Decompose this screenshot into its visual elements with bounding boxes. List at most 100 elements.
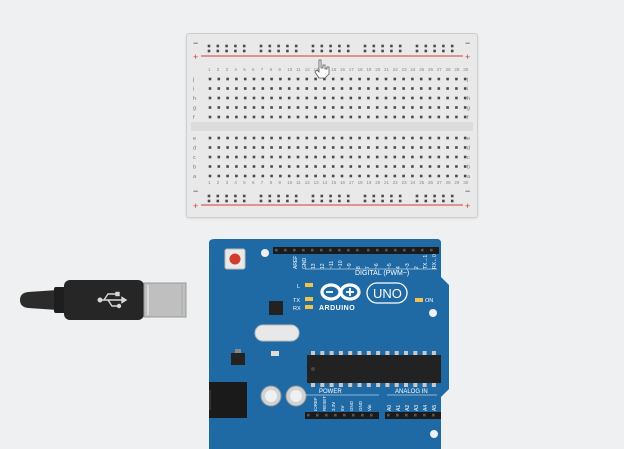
header-pin[interactable] (367, 248, 370, 252)
breadboard-hole[interactable] (384, 155, 388, 159)
breadboard-hole[interactable] (270, 155, 273, 159)
breadboard-hole[interactable] (428, 165, 432, 168)
breadboard-hole[interactable] (226, 77, 229, 81)
breadboard-hole[interactable] (296, 155, 300, 159)
breadboard-hole[interactable] (375, 165, 379, 168)
header-pin[interactable] (356, 248, 359, 252)
breadboard-hole[interactable] (428, 77, 432, 81)
rail-hole[interactable] (242, 49, 246, 53)
breadboard-hole[interactable] (358, 77, 361, 81)
rail-hole[interactable] (329, 194, 332, 198)
breadboard-hole[interactable] (314, 136, 317, 140)
breadboard-hole[interactable] (208, 106, 212, 109)
breadboard-hole[interactable] (243, 146, 247, 149)
header-pin[interactable] (316, 413, 319, 417)
breadboard-hole[interactable] (331, 155, 335, 159)
breadboard-hole[interactable] (305, 87, 309, 90)
header-pin[interactable] (421, 248, 424, 252)
breadboard-hole[interactable] (261, 136, 265, 140)
breadboard-hole[interactable] (419, 87, 423, 90)
breadboard-hole[interactable] (314, 77, 317, 81)
breadboard-hole[interactable] (296, 174, 300, 178)
breadboard-hole[interactable] (411, 77, 414, 81)
breadboard-hole[interactable] (279, 155, 282, 159)
breadboard-hole[interactable] (287, 96, 291, 100)
breadboard-hole[interactable] (393, 165, 397, 168)
breadboard-hole[interactable] (287, 155, 291, 159)
breadboard-hole[interactable] (252, 77, 256, 81)
breadboard-hole[interactable] (296, 165, 300, 168)
power-rail-top[interactable] (207, 44, 454, 53)
breadboard-hole[interactable] (287, 115, 291, 119)
breadboard-hole[interactable] (428, 96, 432, 100)
breadboard-hole[interactable] (208, 115, 212, 119)
breadboard-hole[interactable] (463, 165, 467, 168)
header-pin[interactable] (361, 413, 364, 417)
breadboard-hole[interactable] (296, 87, 300, 90)
breadboard-hole[interactable] (270, 96, 273, 100)
breadboard-hole[interactable] (331, 96, 335, 100)
breadboard-hole[interactable] (455, 77, 458, 81)
breadboard-hole[interactable] (463, 146, 467, 149)
breadboard-hole[interactable] (279, 136, 282, 140)
breadboard-hole[interactable] (349, 165, 353, 168)
breadboard-hole[interactable] (419, 146, 423, 149)
breadboard-hole[interactable] (349, 146, 353, 149)
breadboard-hole[interactable] (296, 77, 300, 81)
rail-hole[interactable] (442, 194, 445, 198)
breadboard-hole[interactable] (402, 96, 405, 100)
rail-hole[interactable] (390, 194, 393, 198)
header-pin[interactable] (414, 413, 417, 417)
breadboard-hole[interactable] (305, 106, 309, 109)
breadboard-hole[interactable] (252, 96, 256, 100)
rail-hole[interactable] (286, 44, 289, 48)
breadboard-hole[interactable] (384, 165, 388, 168)
breadboard-hole[interactable] (437, 96, 441, 100)
rail-hole[interactable] (286, 49, 289, 53)
rail-hole[interactable] (216, 199, 220, 203)
rail-hole[interactable] (424, 199, 428, 203)
breadboard-hole[interactable] (367, 115, 370, 119)
header-pin[interactable] (423, 413, 426, 417)
breadboard-hole[interactable] (402, 106, 405, 109)
breadboard-hole[interactable] (235, 115, 238, 119)
rail-hole[interactable] (372, 44, 376, 48)
breadboard-hole[interactable] (243, 155, 247, 159)
terminal-strip-top[interactable] (208, 77, 467, 119)
breadboard-hole[interactable] (437, 146, 441, 149)
breadboard-hole[interactable] (358, 174, 361, 178)
breadboard-hole[interactable] (323, 165, 326, 168)
breadboard-hole[interactable] (261, 77, 265, 81)
rail-hole[interactable] (433, 44, 436, 48)
breadboard-hole[interactable] (314, 96, 317, 100)
rail-hole[interactable] (320, 49, 324, 53)
rail-hole[interactable] (216, 44, 220, 48)
breadboard-hole[interactable] (270, 87, 273, 90)
rail-hole[interactable] (320, 199, 324, 203)
rail-hole[interactable] (277, 49, 280, 53)
breadboard-hole[interactable] (340, 146, 344, 149)
breadboard-hole[interactable] (428, 106, 432, 109)
breadboard-hole[interactable] (305, 115, 309, 119)
rail-hole[interactable] (424, 194, 428, 198)
breadboard-hole[interactable] (323, 96, 326, 100)
breadboard-hole[interactable] (331, 87, 335, 90)
breadboard-hole[interactable] (411, 96, 414, 100)
breadboard-hole[interactable] (217, 174, 221, 178)
breadboard-hole[interactable] (243, 106, 247, 109)
rail-hole[interactable] (381, 194, 384, 198)
breadboard-hole[interactable] (358, 96, 361, 100)
breadboard-hole[interactable] (367, 106, 370, 109)
breadboard-hole[interactable] (463, 155, 467, 159)
rail-hole[interactable] (390, 44, 393, 48)
breadboard-hole[interactable] (323, 155, 326, 159)
breadboard-hole[interactable] (270, 165, 273, 168)
breadboard-hole[interactable] (235, 96, 238, 100)
breadboard-hole[interactable] (375, 146, 379, 149)
rail-hole[interactable] (424, 44, 428, 48)
breadboard-hole[interactable] (217, 106, 221, 109)
breadboard-hole[interactable] (331, 174, 335, 178)
breadboard-hole[interactable] (208, 96, 212, 100)
rail-hole[interactable] (311, 199, 315, 203)
